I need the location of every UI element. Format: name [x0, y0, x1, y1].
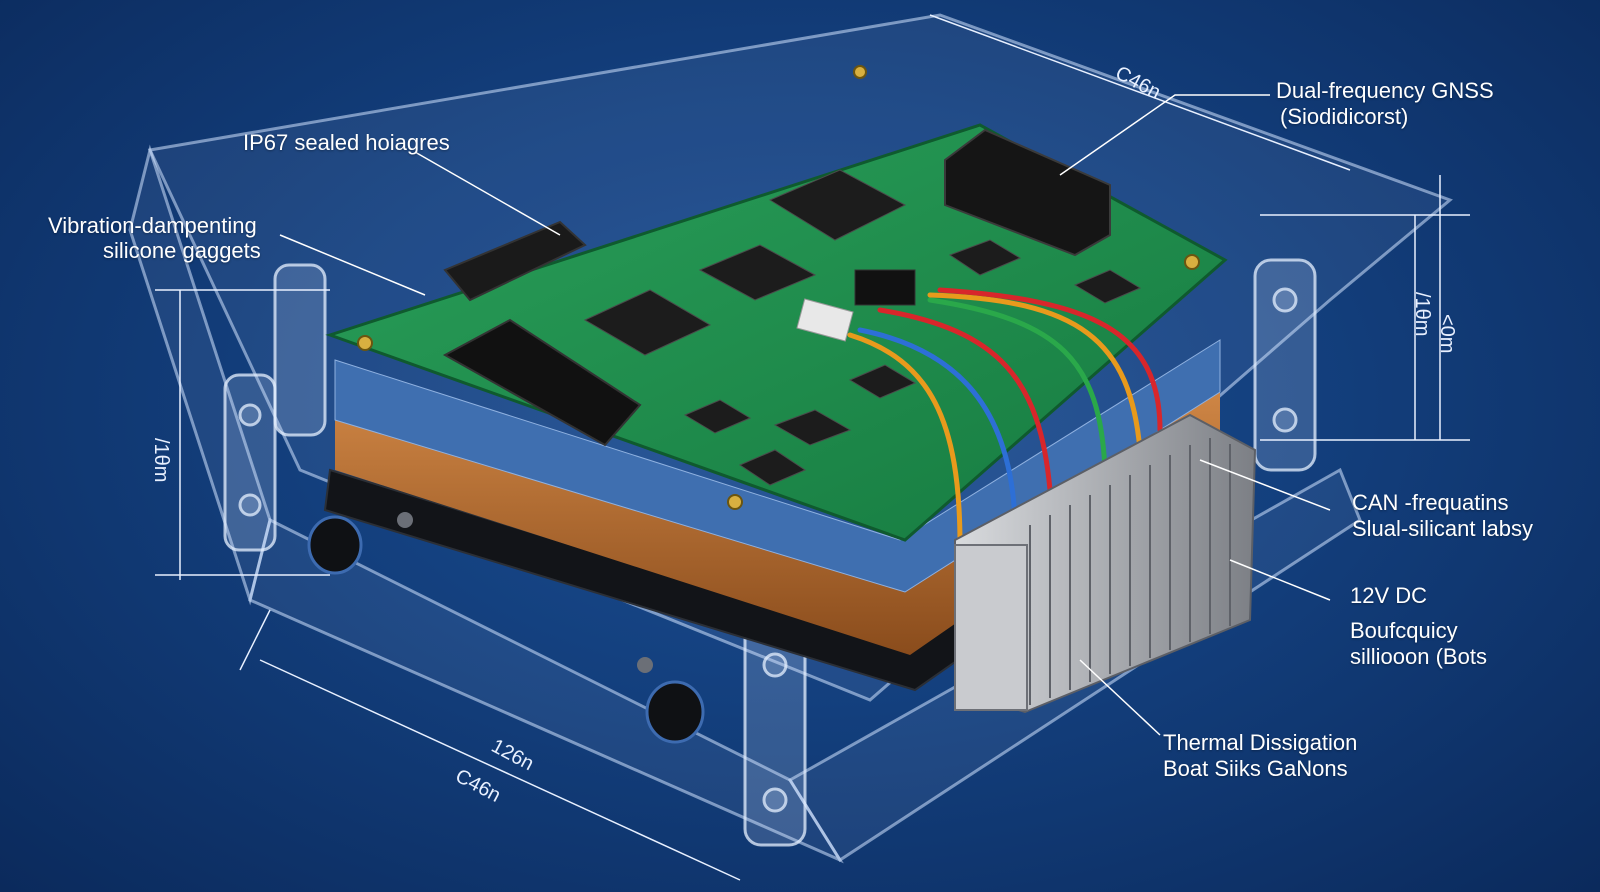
label-power-line2: Boufcquicy: [1350, 618, 1458, 643]
wire-red-2: [937, 287, 1163, 433]
dimension-lines: [155, 14, 1470, 881]
pcb-chips: [583, 169, 1142, 486]
label-vibration-line1: Vibration-dampenting: [48, 213, 257, 238]
wire-red: [877, 307, 1053, 493]
label-gnss-line1: Dual-frequency GNSS: [1276, 78, 1494, 103]
label-thermal-line2: Boat Siiks GaNons: [1163, 756, 1348, 781]
memory-chip: [698, 244, 817, 301]
connector-left-header: [442, 318, 642, 447]
connector-black-plug: [854, 269, 916, 306]
label-thermal-line1: Thermal Dissigation: [1163, 730, 1358, 755]
bracket-left-front: [223, 373, 277, 552]
dim-right-height-outer: /1θm: [1411, 292, 1433, 337]
dim-top-line: [929, 14, 1351, 171]
pcb-mount-holes: [357, 65, 1200, 510]
connector-top-ribbon: [443, 220, 587, 302]
dim-bottom-line: [259, 659, 741, 881]
heatsink-plate: [954, 544, 1028, 711]
wire-orange-2: [927, 292, 1143, 453]
label-power-line1: 12V DC: [1350, 583, 1428, 608]
leader-lines: [279, 94, 1331, 736]
connectors: [442, 128, 1111, 447]
label-gnss-line2: (Siodidicorst): [1280, 104, 1409, 129]
connector-white-plug: [796, 298, 854, 342]
gland-left: [307, 515, 363, 575]
housing-left-wall: [128, 144, 272, 606]
processor-chip: [583, 289, 712, 356]
heatsink: [954, 413, 1257, 714]
gland-front: [645, 680, 705, 744]
gnss-chip: [768, 169, 907, 241]
wire-harness: [847, 287, 1163, 548]
cable-glands: [307, 512, 705, 744]
label-ip67-housing: IP67 sealed hoiagres: [243, 130, 450, 155]
wire-blue: [857, 327, 1018, 523]
dim-right-height-inner: <0m: [1436, 314, 1458, 354]
label-vibration-line2: silicone gaggets: [103, 238, 261, 263]
label-can-line2: Slual-silicant labsy: [1352, 516, 1533, 541]
wire-green: [927, 297, 1108, 473]
bracket-left-rear: [273, 263, 327, 437]
label-power-line3: silliooon (Bots: [1350, 644, 1487, 669]
bracket-right: [1253, 258, 1317, 472]
mounting-brackets: [223, 258, 1317, 847]
label-can-line1: CAN -frequatins: [1352, 490, 1509, 515]
wire-orange: [847, 332, 963, 548]
dim-left-height: /1θm: [150, 438, 172, 483]
connector-gnss-header: [944, 128, 1111, 257]
